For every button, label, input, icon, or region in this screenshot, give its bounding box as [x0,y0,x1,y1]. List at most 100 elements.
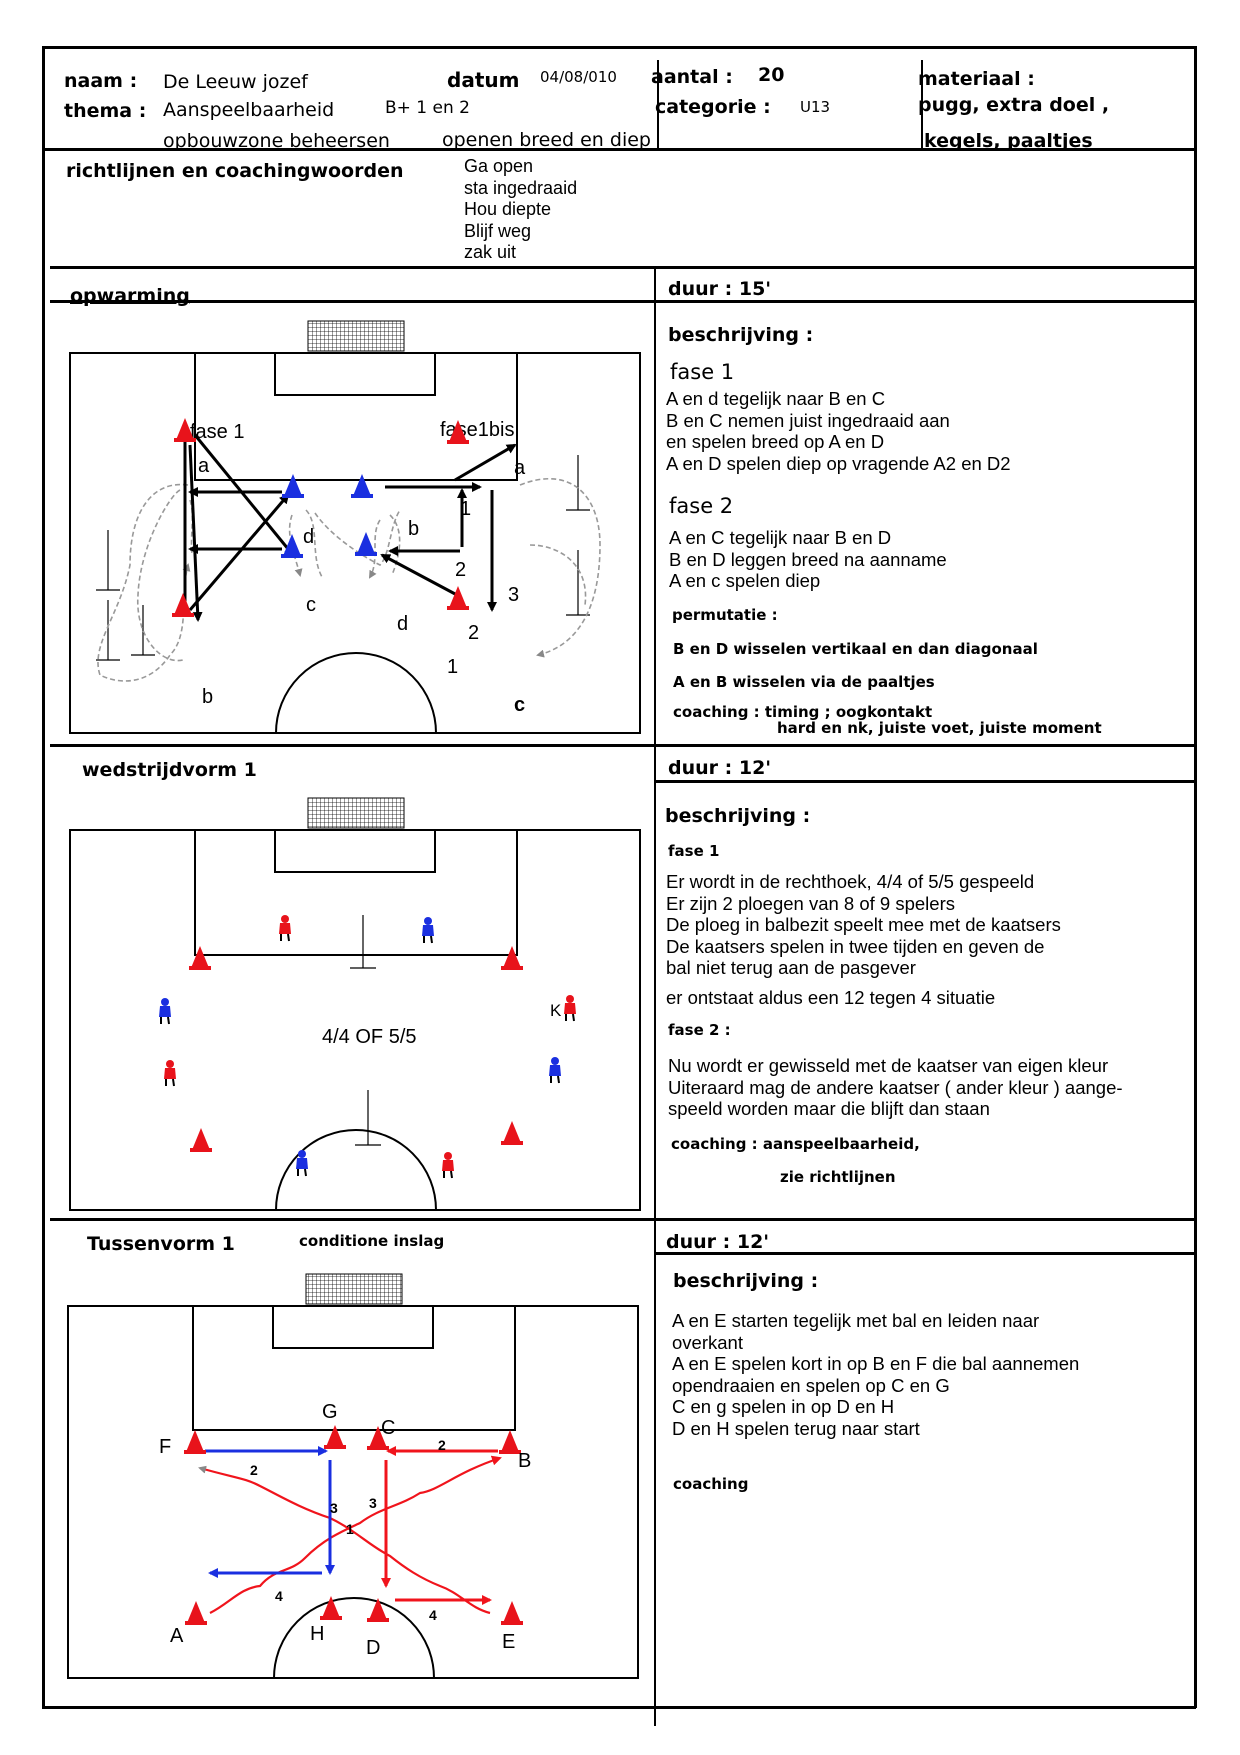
guideline-item: Hou diepte [464,199,552,219]
guidelines-label: richtlijnen en coachingwoorden [66,160,404,182]
center-arc [275,652,437,734]
s1-diagram: fase 1 fase1bis [69,320,641,734]
frame-bottom [42,1706,1196,1709]
arrows-fase1bis [380,443,517,612]
step-number: 2 [438,1437,446,1453]
s1-title: opwarming [70,285,190,307]
s1-permutatie-line1: B en D wisselen vertikaal en dan diagona… [673,640,1038,658]
desc-line: A en E spelen kort in op B en F die bal … [672,1353,1080,1374]
s2-duration: duur : 12' [668,757,772,779]
desc-line: De kaatsers spelen in twee tijden en gev… [666,935,1045,957]
naam-value: De Leeuw jozef [163,71,308,93]
player-red [563,994,577,1022]
s2-desc-label: beschrijving : [665,805,811,827]
player-red [163,1059,177,1087]
step-number: 4 [275,1588,283,1604]
desc-line: Er zijn 2 ploegen van 8 of 9 spelers [666,892,955,914]
guideline-item: Ga open [464,156,534,176]
categorie-label: categorie : [655,96,771,118]
desc-line: A en d tegelijk naar B en C [666,388,886,409]
letter: E [502,1631,515,1653]
desc-line: opendraaien en spelen op C en G [672,1374,950,1396]
materiaal-line1: pugg, extra doel , [918,94,1110,116]
cone-red [190,1128,212,1152]
desc-line: A en D spelen diep op vragende A2 en D2 [666,452,1011,474]
cone-red [189,946,211,970]
naam-label: naam : [64,70,138,92]
letter: d [397,613,408,635]
frame-top [42,46,1196,49]
step-number: 1 [346,1521,354,1537]
materiaal-label: materiaal : [918,68,1035,90]
s2-fase1-lines: Er wordt in de rechthoek, 4/4 of 5/5 ges… [666,871,1061,979]
s1-coaching-line2: hard en nk, juiste voet, juiste moment [777,719,1102,737]
desc-line: bal niet terug aan de pasgever [666,957,916,978]
desc-line: Uiteraard mag de andere kaatser ( ander … [668,1076,1123,1098]
dashed-runs [97,477,601,682]
letter: B [518,1450,531,1472]
desc-line: B en C nemen juist ingedraaid aan [666,409,950,431]
desc-line: De ploeg in balbezit speelt mee met de k… [666,914,1061,935]
s1-fase2-title: fase 2 [669,494,734,518]
s1-permutatie-label: permutatie : [672,606,778,624]
field-outline [67,1305,639,1679]
s2-title: wedstrijdvorm 1 [82,759,257,781]
step-number: 2 [455,559,466,581]
s2-fase1-title: fase 1 [668,842,720,860]
datum-label: datum [447,68,520,92]
letter: c [306,594,316,616]
field-outline [69,829,641,1211]
desc-line: B en D leggen breed na aanname [669,548,947,570]
s3-desc-label: beschrijving : [673,1270,819,1292]
cone-blue [355,532,377,556]
categorie-value: U13 [800,98,831,116]
s2-fase2-title: fase 2 : [668,1021,731,1039]
letter: b [408,518,419,540]
goal-net [307,320,405,352]
cone-blue [351,474,373,498]
guidelines-divider [50,266,1196,269]
aantal-label: aantal : [651,66,733,88]
guideline-item: Blijf weg [464,220,532,241]
s1-desc-label: beschrijving : [668,324,814,346]
goal-box [272,1305,434,1349]
letter: A [170,1625,184,1647]
cone-red [185,1601,207,1625]
desc-line: Er wordt in de rechthoek, 4/4 of 5/5 ges… [666,871,1035,892]
desc-line: A en c spelen diep [669,570,821,591]
datum-value: 04/08/010 [540,68,617,86]
header-divider [42,148,1196,151]
letter: G [322,1401,338,1423]
cone-red [324,1425,346,1449]
s2-fase2-lines: Nu wordt er gewisseld met de kaatser van… [668,1055,1123,1120]
letter: F [159,1436,171,1458]
letter: D [366,1637,380,1659]
cone-red [172,593,194,617]
player-blue [421,916,435,944]
penalty-box [194,353,518,481]
desc-line: overkant [672,1331,743,1353]
desc-line: Nu wordt er gewisseld met de kaatser van… [668,1055,1109,1076]
player-blue [548,1056,562,1084]
letter: H [310,1623,324,1645]
s1-title-divider [50,300,1196,303]
center-label: 4/4 OF 5/5 [322,1026,417,1048]
goal-net [307,797,405,829]
letter: c [514,694,525,716]
arrows-fase1 [180,423,295,622]
s3-divider [50,1218,1196,1221]
step-number: 1 [460,498,471,520]
pole [350,915,376,969]
letter: d [303,526,314,548]
cone-blue [282,474,304,498]
materiaal-line2: kegels, paaltjes [924,130,1093,152]
s3-title: Tussenvorm 1 [87,1233,235,1255]
header-divider-v2 [921,60,923,148]
step-number: 2 [250,1462,258,1478]
cone-red [447,586,469,610]
desc-line: en spelen breed op A en D [666,431,885,452]
header-divider-v1 [657,60,659,148]
goal-box [274,829,436,873]
goal-box [274,352,436,396]
desc-line: C en g spelen in op D en H [672,1396,895,1417]
